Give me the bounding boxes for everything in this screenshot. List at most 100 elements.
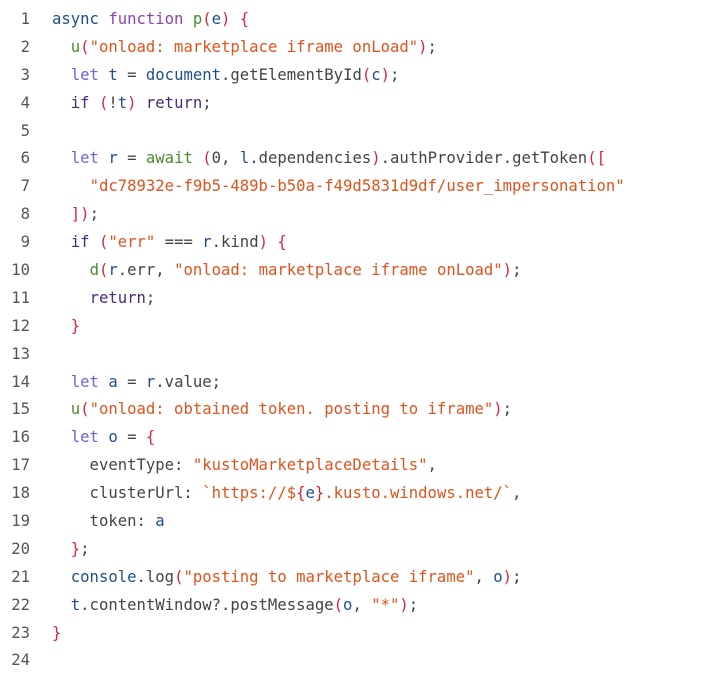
line-number: 22 [11, 595, 30, 614]
code-token: } [314, 484, 325, 503]
code-token: if [70, 93, 90, 112]
line-source: if (!t) return; [30, 90, 212, 118]
line-number: 21 [11, 567, 30, 586]
line-number: 12 [11, 316, 30, 335]
code-token: "onload: obtained token. posting to ifra… [89, 400, 494, 419]
line-source: "dc78932e-f9b5-489b-b50a-f49d5831d9df/us… [30, 173, 625, 201]
line-number: 14 [11, 372, 30, 391]
code-token: t [117, 93, 128, 112]
code-token: ) [502, 261, 513, 280]
code-token: = [117, 65, 146, 84]
code-token [52, 38, 71, 56]
code-token: ( [80, 37, 90, 56]
code-token: "dc78932e-f9b5-489b-b50a-f49d5831d9df/us… [89, 177, 625, 196]
line-source: } [30, 313, 80, 341]
line-source: if ("err" === r.kind) { [30, 229, 287, 257]
code-token: r [108, 261, 118, 280]
code-token: ; [502, 400, 513, 419]
code-token: { [296, 484, 306, 503]
line-source [30, 647, 52, 675]
line-source: let t = document.getElementById(c); [30, 62, 400, 90]
line-source [30, 118, 52, 146]
line-number: 5 [20, 121, 30, 140]
code-token: ) [418, 37, 428, 56]
line-source: } [30, 620, 61, 648]
code-token: async [52, 10, 99, 28]
code-token: .contentWindow?.postMessage [80, 595, 334, 614]
code-line: 12 } [0, 313, 708, 341]
line-number: 17 [11, 456, 30, 475]
code-token: r [108, 149, 118, 168]
line-source: let o = { [30, 424, 156, 452]
code-line: 21 console.log("posting to marketplace i… [0, 564, 708, 592]
line-number: 11 [11, 288, 30, 307]
code-token [99, 373, 108, 391]
code-token: clusterUrl: [52, 484, 203, 503]
line-source: token: a [30, 508, 165, 536]
line-source: return; [30, 285, 156, 313]
code-token [52, 373, 71, 391]
line-number: 18 [11, 484, 30, 503]
code-token: d [89, 261, 99, 280]
code-token: if [70, 233, 90, 252]
code-token: ) [371, 149, 381, 168]
code-token: u [70, 400, 81, 419]
line-source: let r = await (0, l.dependencies).authPr… [30, 145, 606, 173]
code-token: ; [512, 261, 522, 280]
code-token: ]) [70, 205, 90, 224]
code-token: "*" [371, 595, 400, 614]
code-token [52, 317, 71, 335]
line-source: t.contentWindow?.postMessage(o, "*"); [30, 592, 418, 620]
code-line: 22 t.contentWindow?.postMessage(o, "*"); [0, 592, 708, 620]
code-token [52, 205, 71, 223]
code-line: 4 if (!t) return; [0, 90, 708, 118]
code-token: , [427, 456, 437, 475]
code-token: { [239, 10, 250, 28]
code-token: return [145, 93, 203, 112]
code-line: 2 u("onload: marketplace iframe onLoad")… [0, 34, 708, 62]
code-token [230, 10, 239, 28]
code-token: .authProvider.getToken [380, 149, 588, 168]
line-number: 13 [11, 344, 30, 363]
line-number: 10 [11, 261, 30, 280]
code-token: .kind [211, 233, 259, 252]
code-token: ; [390, 65, 400, 84]
code-token: console [70, 567, 137, 586]
line-number: 19 [11, 512, 30, 531]
code-token: ( [333, 595, 344, 614]
code-token: , [474, 567, 494, 586]
code-token: return [89, 288, 146, 307]
code-line: 7 "dc78932e-f9b5-489b-b50a-f49d5831d9df/… [0, 173, 708, 201]
line-source [30, 341, 52, 369]
code-token: ( [98, 93, 109, 112]
line-source: u("onload: obtained token. posting to if… [30, 396, 512, 424]
code-line: 11 return; [0, 285, 708, 313]
code-token: .kusto.windows.net/` [324, 484, 513, 503]
line-source: eventType: "kustoMarketplaceDetails", [30, 452, 437, 480]
code-line: 6 let r = await (0, l.dependencies).auth… [0, 145, 708, 173]
line-source: u("onload: marketplace iframe onLoad"); [30, 34, 437, 62]
code-token: let [70, 65, 99, 84]
code-line: 9 if ("err" === r.kind) { [0, 229, 708, 257]
code-token: ; [202, 93, 212, 112]
code-token [52, 149, 71, 167]
line-source: clusterUrl: `https://${e}.kusto.windows.… [30, 480, 522, 508]
code-token: ( [98, 261, 109, 280]
code-token: o [493, 567, 503, 586]
line-number: 6 [20, 149, 30, 168]
line-number: 8 [20, 205, 30, 224]
code-token: ! [108, 93, 118, 112]
code-token: let [70, 428, 99, 447]
code-token: ; [427, 37, 437, 56]
line-number: 20 [11, 539, 30, 558]
code-token [99, 428, 108, 446]
code-token: token: [52, 512, 156, 531]
code-line: 13 [0, 341, 708, 369]
code-token: o [108, 428, 118, 447]
line-source: d(r.err, "onload: marketplace iframe onL… [30, 257, 522, 285]
code-line: 16 let o = { [0, 424, 708, 452]
line-source: async function p(e) { [30, 6, 249, 34]
code-token: ( [80, 400, 90, 419]
code-token: `https://$ [202, 484, 297, 503]
